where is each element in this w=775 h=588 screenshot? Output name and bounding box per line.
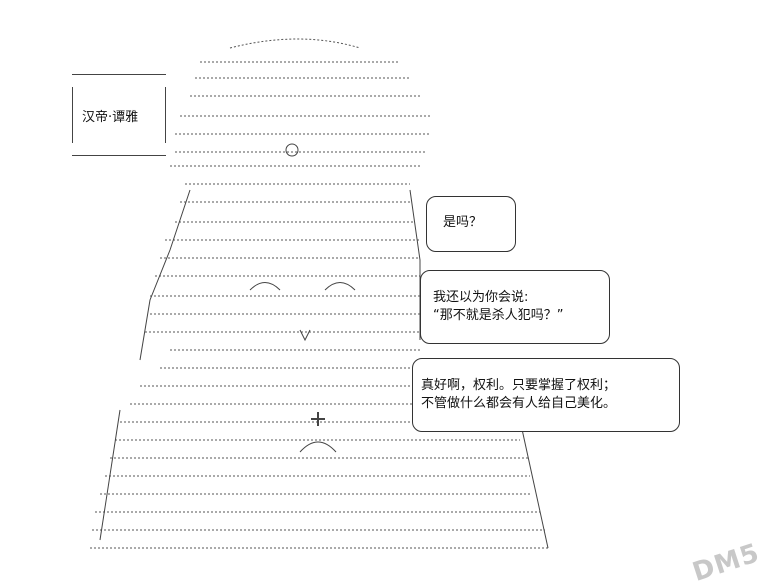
- speech-bubble-3: 真好啊，权利。只要掌握了权利； 不管做什么都会有人给自己美化。: [412, 358, 680, 432]
- bubble-3-line-1: 真好啊，权利。只要掌握了权利；: [421, 378, 617, 393]
- speaker-name-box: 汉帝·谭雅: [72, 74, 166, 156]
- bubble-2-line-2: “那不就是杀人犯吗？”: [433, 308, 564, 323]
- bubble-3-line-2: 不管做什么都会有人给自己美化。: [421, 396, 617, 411]
- bubble-2-line-1: 我还以为你会说:: [433, 290, 529, 305]
- bubble-1-line-1: 是吗？: [443, 215, 483, 230]
- speaker-name: 汉帝·谭雅: [82, 110, 139, 125]
- speech-bubble-2: 我还以为你会说: “那不就是杀人犯吗？”: [420, 270, 610, 344]
- speech-bubble-1: 是吗？: [426, 196, 516, 252]
